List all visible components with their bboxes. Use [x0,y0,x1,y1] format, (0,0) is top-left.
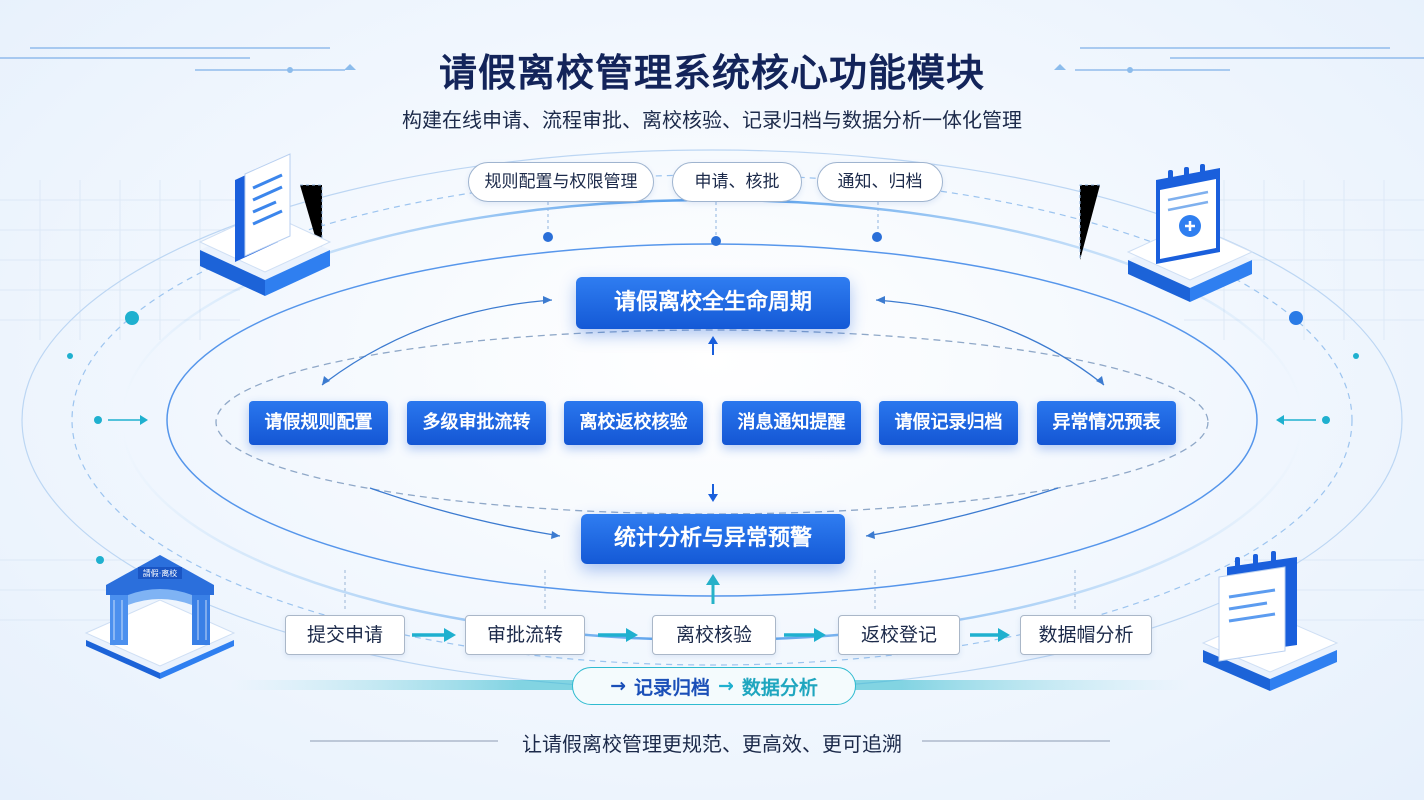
step-return-register: 返校登记 [838,615,960,655]
tag-notify-archive: 通知、归档 [817,162,943,202]
campus-gate-icon: 請假·离校 [84,555,236,679]
module-exception: 异常情况预表 [1037,401,1176,445]
analysis-box: 统计分析与异常预警 [581,514,845,564]
step-data-analysis: 数据帽分析 [1020,615,1152,655]
tag-apply-approve: 申请、核批 [672,162,802,202]
flow-arrows [412,628,1010,642]
module-leave-rules: 请假规则配置 [249,401,388,445]
calendar-icon [1126,164,1254,302]
module-leave-return-check: 离校返校核验 [564,401,703,445]
lifecycle-box: 请假离校全生命周期 [576,277,850,329]
page-title: 请假离校管理系统核心功能模块 [438,51,985,95]
archive-analysis-bar: → 记录归档 → 数据分析 [572,667,856,705]
gate-sign: 請假·离校 [143,568,178,578]
step-submit: 提交申请 [285,615,405,655]
document-icon [198,153,332,296]
module-record-archive: 请假记录归档 [879,401,1018,445]
step-leave-check: 离校核验 [652,615,776,655]
page-subtitle: 构建在线申请、流程审批、离校核验、记录归档与数据分析一体化管理 [402,108,1022,132]
bar-arrow-1: → [610,675,626,697]
tag-rules-permissions: 规则配置与权限管理 [468,162,654,202]
step-approval: 审批流转 [465,615,585,655]
bar-arrow-2: → [718,675,734,697]
bar-data-analysis: 数据分析 [741,676,818,699]
calendar-list-icon [1201,551,1339,691]
module-multi-level-approval: 多级审批流转 [407,401,546,445]
footer-slogan: 让请假离校管理更规范、更高效、更可追溯 [522,732,902,756]
bar-record-archive: 记录归档 [633,676,710,699]
module-notification: 消息通知提醒 [722,401,861,445]
